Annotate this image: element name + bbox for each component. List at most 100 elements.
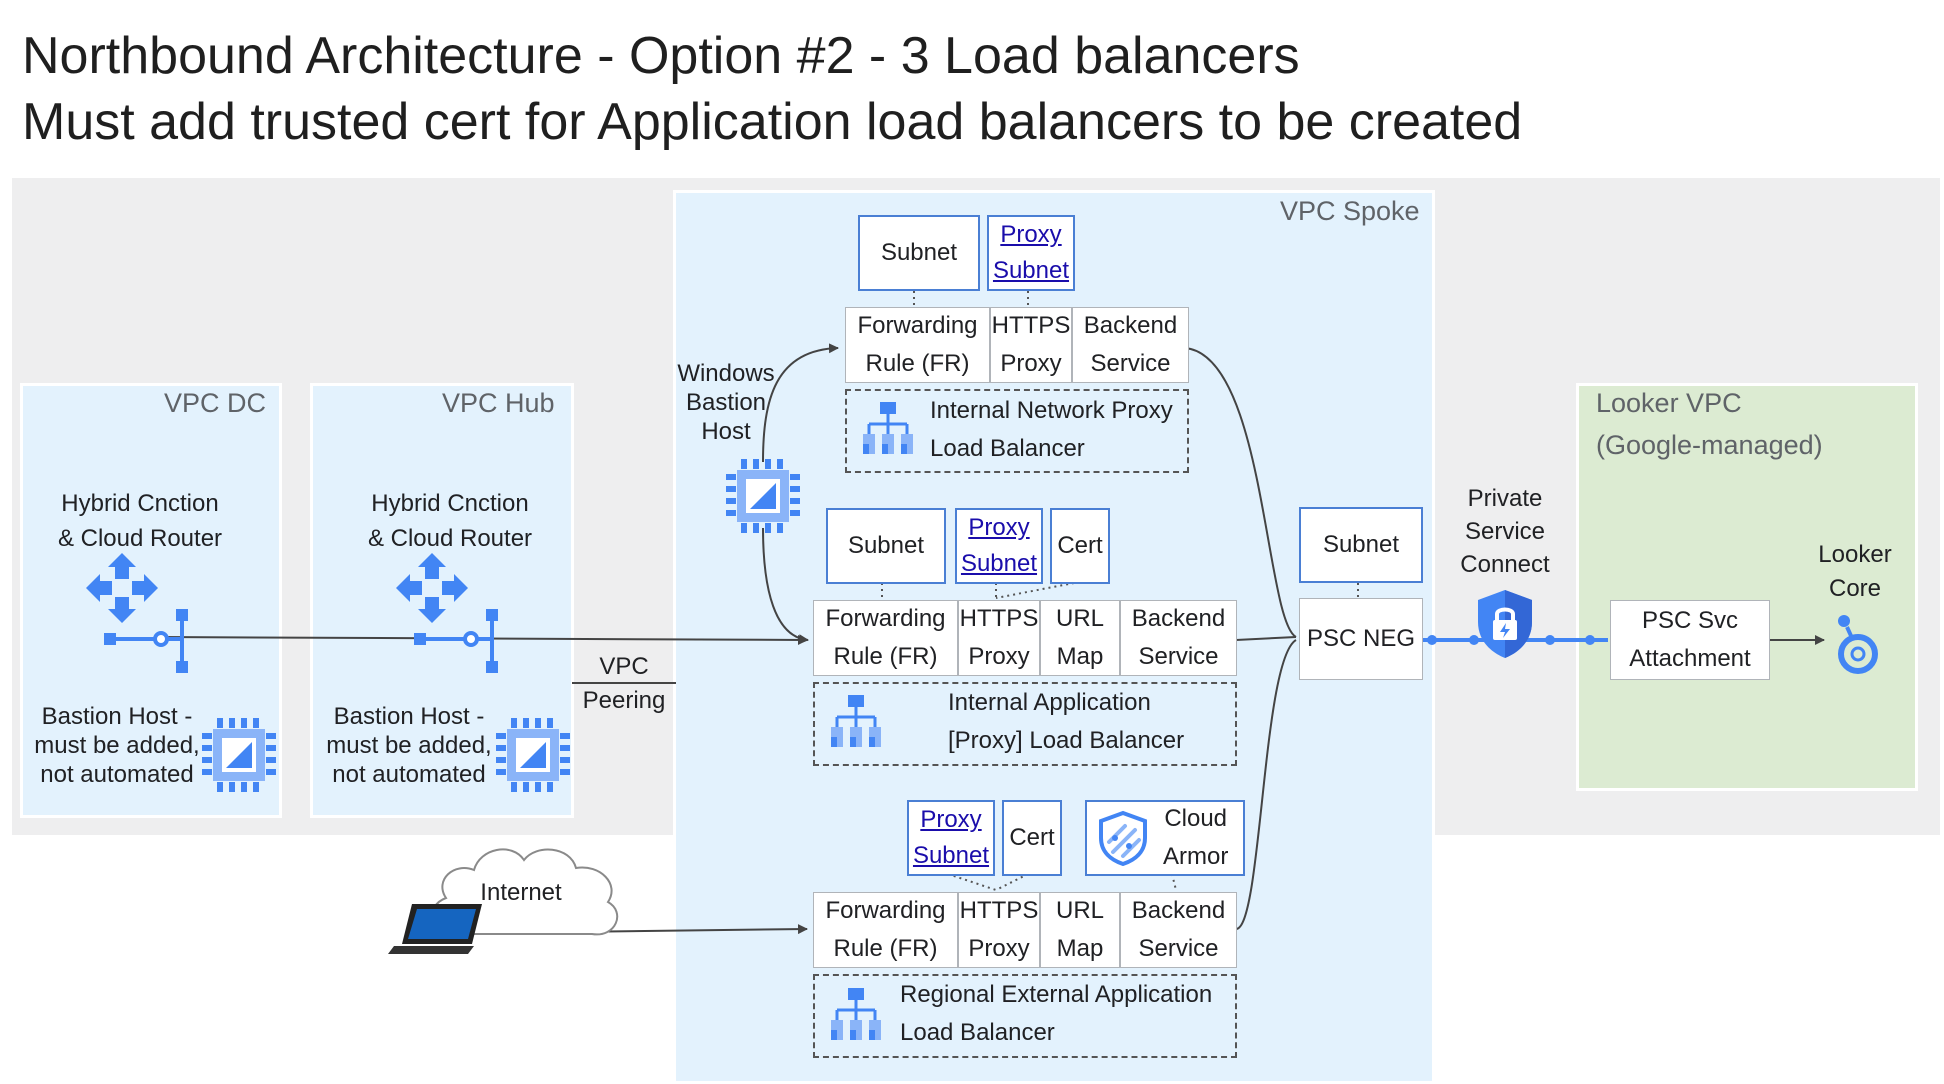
compute-chip-icon xyxy=(202,718,276,792)
lb3-backend-label-2: Service xyxy=(1138,935,1219,962)
lb2-container xyxy=(813,682,1237,766)
internet-label: Internet xyxy=(480,879,562,906)
hub-bastion-label-2: must be added, xyxy=(326,732,492,759)
looker-icon xyxy=(1838,615,1878,674)
bastion-to-lb2-line xyxy=(762,527,809,645)
lb2-url-map[interactable]: URL Map xyxy=(1040,600,1120,676)
cloud-armor-icon xyxy=(1099,810,1147,866)
title-line-1: Northbound Architecture - Option #2 - 3 … xyxy=(22,27,1300,85)
psc-service-attachment[interactable]: PSC Svc Attachment xyxy=(1610,600,1770,680)
lb3-armor-label-1: Cloud xyxy=(1164,805,1228,832)
lb1-https-proxy[interactable]: HTTPS Proxy xyxy=(990,307,1072,383)
lb3-fr-label-1: Forwarding xyxy=(825,897,946,924)
compute-chip-icon xyxy=(726,459,800,533)
lb3-url-label-2: Map xyxy=(1056,935,1104,962)
lb2-cert-label: Cert xyxy=(1057,532,1103,559)
looker-vpc-label: Looker VPC xyxy=(1596,388,1742,418)
lb1-label-1: Internal Network Proxy xyxy=(930,397,1173,424)
lb2-cert[interactable]: Cert xyxy=(1050,508,1110,584)
lb2-https-label-1: HTTPS xyxy=(959,605,1039,632)
lb3-proxy-subnet[interactable]: Proxy Subnet xyxy=(907,800,995,876)
psc-subnet[interactable]: Subnet xyxy=(1299,507,1423,583)
lb2-https-proxy[interactable]: HTTPS Proxy xyxy=(958,600,1040,676)
lb1-backend-to-neg xyxy=(1184,347,1297,638)
lb1-subnet[interactable]: Subnet xyxy=(858,215,980,291)
lb1-container xyxy=(845,389,1189,473)
lb3-cert-label: Cert xyxy=(1009,824,1055,851)
psc-subnet-label: Subnet xyxy=(1322,531,1400,558)
looker-vpc-region xyxy=(1576,383,1918,791)
lb1-backend-service[interactable]: Backend Service xyxy=(1072,307,1189,383)
lb3-container xyxy=(813,974,1237,1058)
lb2-label-2: [Proxy] Load Balancer xyxy=(948,727,1185,754)
hub-hybrid-label-2: & Cloud Router xyxy=(367,525,533,552)
lb3-url-label-1: URL xyxy=(1055,897,1104,924)
looker-core-label-2: Core xyxy=(1828,575,1882,602)
psc-neg-label: PSC NEG xyxy=(1306,625,1416,652)
windows-bastion-label-2: Bastion xyxy=(685,389,767,416)
lb3-backend-service[interactable]: Backend Service xyxy=(1120,892,1237,968)
lb2-fr-label-1: Forwarding xyxy=(825,605,946,632)
lb3-url-map[interactable]: URL Map xyxy=(1040,892,1120,968)
laptop-icon xyxy=(388,904,482,954)
lb2-backend-to-neg xyxy=(1235,636,1297,641)
lb2-backend-label-2: Service xyxy=(1138,643,1219,670)
lb1-proxy-subnet-link-2[interactable]: Subnet xyxy=(992,257,1070,284)
lb1-https-label-2: Proxy xyxy=(1000,350,1062,377)
lb2-label-1: Internal Application xyxy=(948,689,1151,716)
lb1-subnet-label: Subnet xyxy=(880,239,958,266)
lb1-fr-label-1: Forwarding xyxy=(857,312,978,339)
lb3-backend-label-1: Backend xyxy=(1131,897,1226,924)
lb2-url-label-1: URL xyxy=(1055,605,1104,632)
lb3-https-label-2: Proxy xyxy=(968,935,1030,962)
psc-label-2: Service xyxy=(1464,518,1546,545)
psc-attach-label-2: Attachment xyxy=(1629,645,1751,672)
psc-attach-label-1: PSC Svc xyxy=(1641,607,1739,634)
vpc-spoke-label: VPC Spoke xyxy=(1280,196,1420,226)
network-icon xyxy=(86,553,188,673)
lb1-proxy-subnet-link-1[interactable]: Proxy xyxy=(1000,221,1062,248)
lb1-fr-label-2: Rule (FR) xyxy=(865,350,970,377)
title-line-2: Must add trusted cert for Application lo… xyxy=(22,93,1523,151)
lb3-label-1: Regional External Application xyxy=(900,981,1213,1008)
lb2-proxy-subnet-link-1[interactable]: Proxy xyxy=(968,514,1030,541)
vpc-peering-label-2: Peering xyxy=(582,687,666,714)
lb2-https-label-2: Proxy xyxy=(968,643,1030,670)
network-icon xyxy=(396,553,498,673)
lb3-proxy-subnet-link-1[interactable]: Proxy xyxy=(920,806,982,833)
lb3-proxy-subnet-link-2[interactable]: Subnet xyxy=(912,842,990,869)
shield-lock-icon xyxy=(1478,590,1532,658)
lb2-subnet[interactable]: Subnet xyxy=(826,508,946,584)
dc-bastion-label-1: Bastion Host - xyxy=(41,703,193,730)
lb3-https-proxy[interactable]: HTTPS Proxy xyxy=(958,892,1040,968)
lb2-url-label-2: Map xyxy=(1056,643,1104,670)
lb2-fr-label-2: Rule (FR) xyxy=(833,643,938,670)
lb3-label-2: Load Balancer xyxy=(900,1019,1055,1046)
lb2-proxy-subnet-link-2[interactable]: Subnet xyxy=(960,550,1038,577)
lb1-forwarding-rule[interactable]: Forwarding Rule (FR) xyxy=(845,307,990,383)
windows-bastion-label-1: Windows xyxy=(677,360,775,387)
hub-bastion-label-3: not automated xyxy=(332,761,486,788)
lb2-backend-service[interactable]: Backend Service xyxy=(1120,600,1237,676)
lb1-label-2: Load Balancer xyxy=(930,435,1085,462)
lb3-cloud-armor[interactable]: Cloud Armor xyxy=(1085,800,1245,876)
lb1-backend-label-2: Service xyxy=(1090,350,1171,377)
lb3-backend-to-neg xyxy=(1235,639,1297,930)
dc-hybrid-label-1: Hybrid Cnction xyxy=(61,490,219,517)
lb2-proxy-subnet[interactable]: Proxy Subnet xyxy=(955,508,1043,584)
psc-neg[interactable]: PSC NEG xyxy=(1299,598,1423,680)
lb1-proxy-subnet[interactable]: Proxy Subnet xyxy=(987,215,1075,291)
bastion-to-lb1-line xyxy=(762,343,839,463)
vpc-hub-label: VPC Hub xyxy=(442,388,555,418)
vpc-peering-label-1: VPC xyxy=(599,653,649,680)
lb3-cert[interactable]: Cert xyxy=(1002,800,1062,876)
lb1-https-label-1: HTTPS xyxy=(991,312,1071,339)
windows-bastion-label-3: Host xyxy=(701,418,751,445)
lb2-subnet-label: Subnet xyxy=(847,532,925,559)
hub-hybrid-label-1: Hybrid Cnction xyxy=(371,490,529,517)
looker-vpc-sublabel: (Google-managed) xyxy=(1596,430,1823,460)
lb3-forwarding-rule[interactable]: Forwarding Rule (FR) xyxy=(813,892,958,968)
lb2-forwarding-rule[interactable]: Forwarding Rule (FR) xyxy=(813,600,958,676)
lb2-backend-label-1: Backend xyxy=(1131,605,1226,632)
